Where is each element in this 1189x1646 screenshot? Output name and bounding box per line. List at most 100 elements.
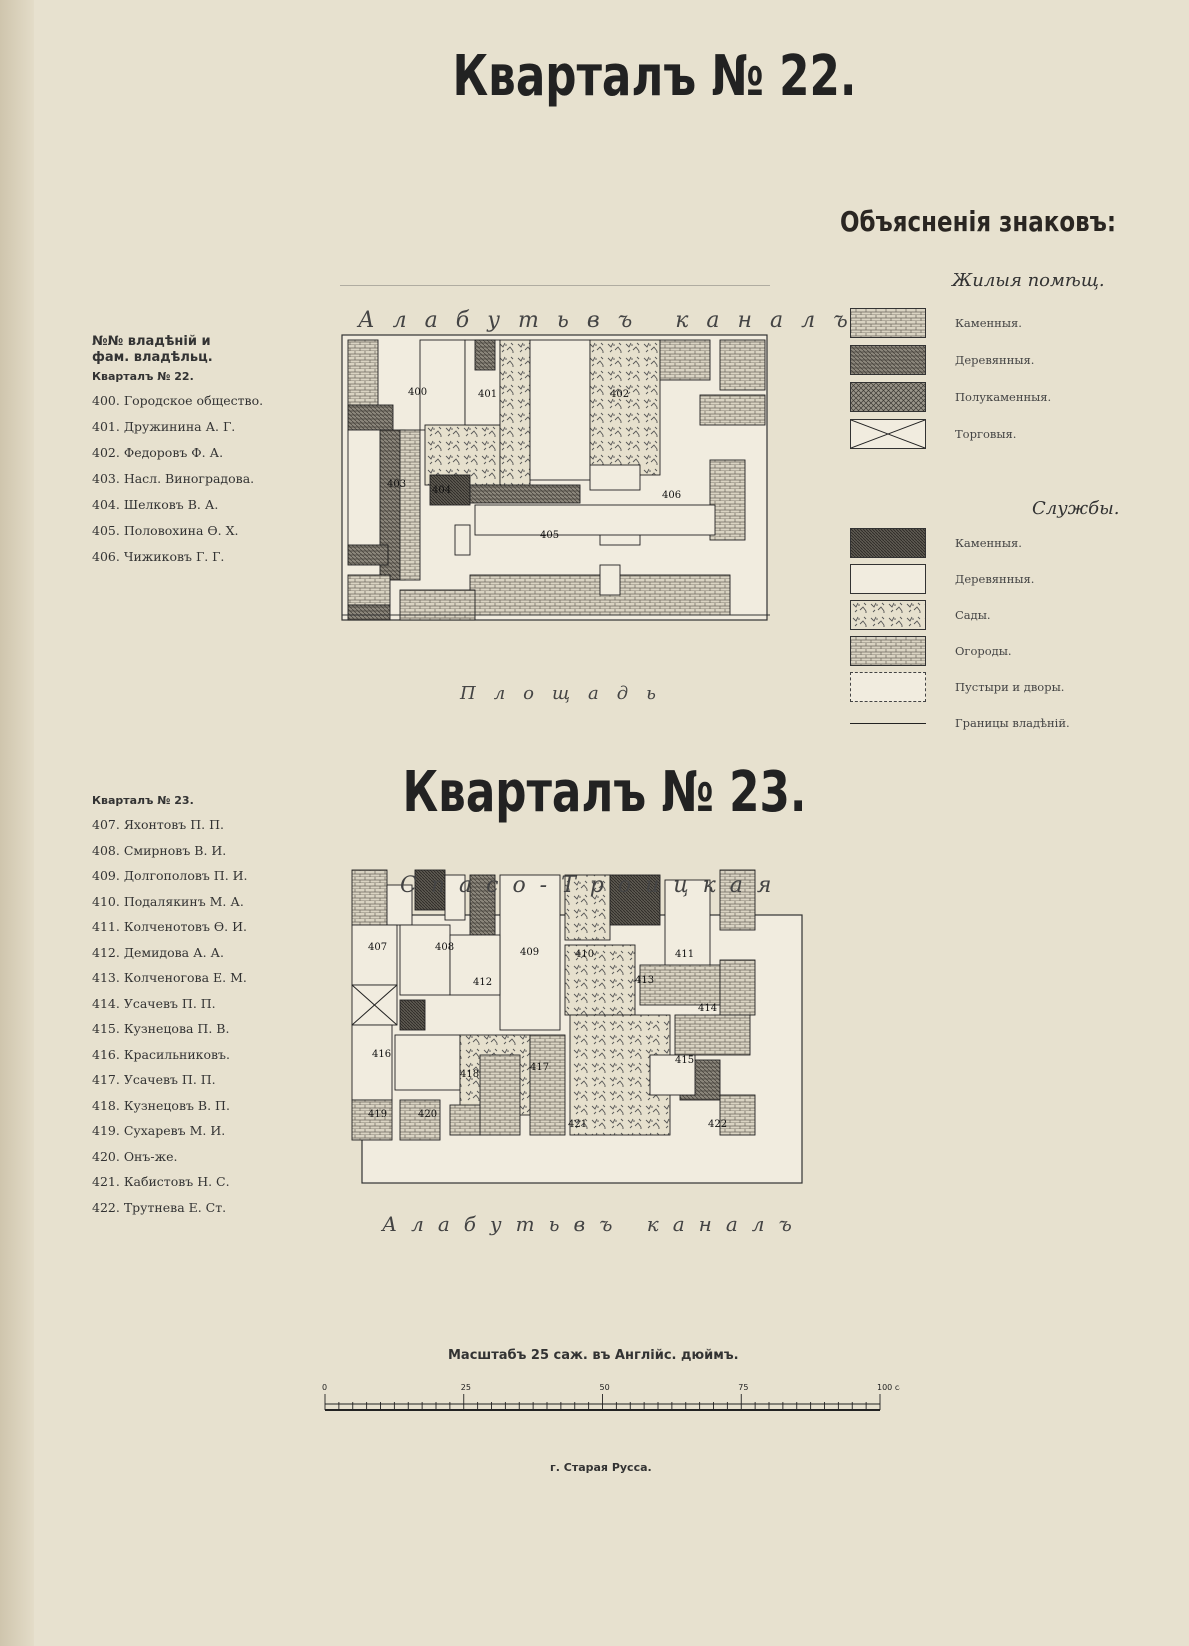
legend-label: Каменныя. <box>955 536 1022 550</box>
trade-cross-line <box>351 984 398 1026</box>
legend-label: Границы владѣній. <box>955 716 1070 730</box>
owner-name: Сухаревъ М. И. <box>123 1123 226 1138</box>
legend-label: Огороды. <box>955 644 1012 658</box>
plot-number-label: 406 <box>662 490 681 501</box>
owner-name: Усачевъ П. П. <box>123 995 216 1011</box>
owner-row: 409. Долгополовъ П. И. <box>92 863 248 889</box>
plot-number-label: 412 <box>473 977 492 988</box>
building-dark <box>429 474 471 506</box>
owner-number: 407. <box>92 817 124 832</box>
street-label-top-23: Спасо-Троицкая <box>400 873 786 898</box>
plot-number-label: 411 <box>675 949 694 960</box>
owner-list-header: №№ владѣній и фам. владѣльц. <box>92 334 213 365</box>
plot-number-label: 405 <box>540 530 559 541</box>
owner-row: 420. Онъ-же. <box>92 1144 248 1170</box>
owner-row: 419. Сухаревъ М. И. <box>92 1118 248 1144</box>
building-brick <box>351 1099 393 1141</box>
building-blank <box>529 339 591 481</box>
owner-row: 418. Кузнецовъ В. П. <box>92 1093 248 1119</box>
building-blank <box>499 874 561 1031</box>
owner-row: 404. Шелковъ В. А. <box>92 492 263 518</box>
plot-number-label: 407 <box>368 942 387 953</box>
building-brick <box>709 459 746 541</box>
building-wood <box>469 484 581 504</box>
owner-number: 419. <box>92 1123 124 1138</box>
quarter-23-title: Кварталъ № 23. <box>402 760 807 825</box>
plot-number-label: 408 <box>435 942 454 953</box>
building-wood <box>347 544 389 566</box>
plot-number-label: 418 <box>460 1069 479 1080</box>
building-garden <box>564 944 636 1016</box>
owner-row: 414. Усачевъ П. П. <box>92 991 248 1017</box>
building-dark <box>414 869 446 911</box>
legend-item: Огороды. <box>850 636 1110 668</box>
owner-row: 412. Демидова А. А. <box>92 940 248 966</box>
building-brick <box>699 394 766 426</box>
owner-number: 403. <box>92 471 124 486</box>
building-blank <box>419 339 466 431</box>
owner-row: 403. Насл. Виноградова. <box>92 466 263 492</box>
page-binding-edge <box>0 0 34 1646</box>
owner-number: 406. <box>92 549 124 564</box>
owner-number: 412. <box>92 944 124 960</box>
building-brick <box>347 574 391 606</box>
legend-item: Деревянныя. <box>850 345 1110 377</box>
plot-number-label: 413 <box>635 975 654 986</box>
building-blank <box>444 874 466 921</box>
owner-name: Усачевъ П. П. <box>123 1072 216 1087</box>
building-blank <box>664 879 711 971</box>
plot-number-label: 400 <box>408 387 427 398</box>
building-brick <box>719 1094 756 1136</box>
legend-swatch <box>850 419 926 449</box>
owner-number: 422. <box>92 1199 124 1215</box>
legend-item: Пустыри и дворы. <box>850 672 1110 704</box>
building-brick <box>719 869 756 931</box>
scale-tick-label: 0 <box>322 1383 327 1392</box>
owner-name: Онъ-же. <box>123 1148 178 1164</box>
building-brick <box>347 339 379 411</box>
owner-row: 405. Половохина Ө. Х. <box>92 518 263 544</box>
building-brick <box>529 1034 566 1136</box>
owner-number: 415. <box>92 1021 124 1036</box>
legend-label: Торговыя. <box>955 427 1017 441</box>
legend-swatch <box>850 723 926 724</box>
owner-name: Кузнецовъ В. П. <box>123 1097 230 1113</box>
owner-name: Насл. Виноградова. <box>123 471 255 486</box>
owner-number: 409. <box>92 868 124 883</box>
legend-item: Деревянныя. <box>850 564 1110 596</box>
owner-number: 408. <box>92 842 124 858</box>
building-blank <box>351 924 398 986</box>
plot-number-label: 421 <box>568 1119 587 1130</box>
legend-label: Деревянныя. <box>955 353 1035 367</box>
owner-number: 400. <box>92 393 124 408</box>
owner-row: 400. Городское общество. <box>92 388 263 414</box>
owner-number: 410. <box>92 893 124 909</box>
building-blank <box>454 524 471 556</box>
owner-name: Половохина Ө. Х. <box>123 523 239 538</box>
owner-row: 411. Колченотовъ Ө. И. <box>92 914 248 940</box>
legend-swatch <box>850 636 926 666</box>
owner-name: Шелковъ В. А. <box>123 497 219 512</box>
owner-number: 421. <box>92 1174 124 1189</box>
building-blank <box>599 564 621 596</box>
owner-name: Трутнева Е. Ст. <box>123 1199 227 1215</box>
building-wood <box>347 604 391 621</box>
building-blank <box>394 1034 461 1091</box>
owner-row: 402. Федоровъ Ф. А. <box>92 440 263 466</box>
owner-row: 407. Яхонтовъ П. П. <box>92 812 248 838</box>
legend-label: Сады. <box>955 608 991 622</box>
plot-number-label: 422 <box>708 1119 727 1130</box>
scale-title: Масштабъ 25 саж. въ Англійс. дюймъ. <box>448 1348 739 1363</box>
plot-number-label: 401 <box>478 389 497 400</box>
owner-number: 413. <box>92 970 124 985</box>
owner-number: 420. <box>92 1148 124 1164</box>
owner-row: 401. Дружинина А. Г. <box>92 414 263 440</box>
building-blank <box>449 934 501 996</box>
owner-number: 404. <box>92 497 124 512</box>
street-label-top-22: Алабутьвъ каналъ <box>358 308 866 333</box>
owner-name: Демидова А. А. <box>123 944 224 960</box>
legend-section-services: Службы. <box>1032 498 1120 519</box>
